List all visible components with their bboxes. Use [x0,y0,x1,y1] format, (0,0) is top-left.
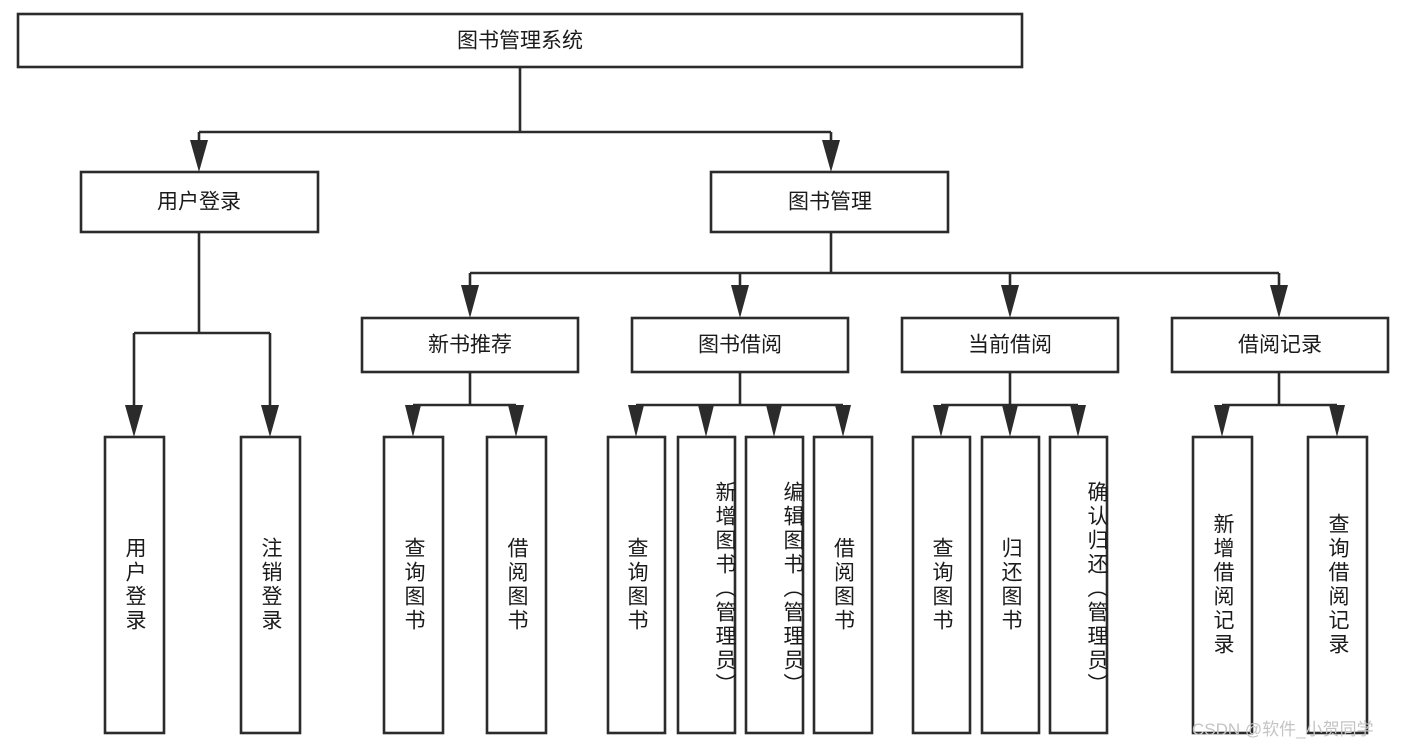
arrowhead-book-manage [822,140,840,172]
node-current-borrow-label: 当前借阅 [968,334,1052,357]
arrowhead-leaf-borrow-book-1 [508,405,524,437]
leaf-confirm-return-box[interactable] [1048,435,1109,735]
arrowhead-leaf-user-login [125,405,143,437]
node-user-login[interactable]: 用户登录 [79,170,320,234]
connector-layer [125,67,1345,437]
node-root-box[interactable] [16,12,1024,69]
watermark-text: CSDN @软件_小贺同学 [1192,720,1374,739]
node-root-label: 图书管理系统 [457,30,583,53]
leaf-query-book-1-box[interactable] [382,435,445,735]
leaf-user-logout-box[interactable] [239,435,302,735]
node-book-borrow-label: 图书借阅 [698,334,782,357]
leaf-return-book-box[interactable] [980,435,1041,735]
arrowhead-book-borrow [731,285,749,318]
node-book-borrow-box[interactable] [630,316,850,374]
leaf-query-book-3-box[interactable] [911,435,972,735]
node-borrow-record-box[interactable] [1170,316,1390,374]
arrowhead-leaf-query-book-3 [933,405,949,437]
node-current-borrow-box[interactable] [900,316,1120,374]
leaf-add-record-box[interactable] [1191,435,1254,735]
node-borrow-record[interactable]: 借阅记录 [1170,316,1390,374]
arrowhead-leaf-confirm-return [1070,405,1086,437]
arrowhead-current-borrow [1001,285,1019,318]
arrowhead-leaf-add-record [1214,405,1230,437]
leaf-user-login-box[interactable] [103,435,166,735]
leaf-box-layer [103,435,1369,735]
arrowhead-leaf-return-book [1002,405,1018,437]
leaf-add-book-box[interactable] [676,435,737,735]
arrowhead-leaf-user-logout [261,405,279,437]
arrowhead-leaf-query-book-2 [628,405,644,437]
leaf-query-record-box[interactable] [1306,435,1369,735]
leaf-borrow-book-1-box[interactable] [485,435,548,735]
arrowhead-new-book-recommend [461,285,479,318]
leaf-query-book-2-box[interactable] [606,435,667,735]
node-borrow-record-label: 借阅记录 [1238,334,1322,357]
leaf-edit-book-box[interactable] [744,435,805,735]
leaf-borrow-book-2-box[interactable] [812,435,874,735]
node-new-book-recommend-label: 新书推荐 [428,334,512,357]
node-user-login-label: 用户登录 [157,191,241,214]
node-new-book-recommend[interactable]: 新书推荐 [360,316,580,374]
node-new-book-recommend-box[interactable] [360,316,580,374]
node-book-manage-label: 图书管理 [788,191,872,214]
node-book-manage[interactable]: 图书管理 [709,170,950,234]
arrowhead-user-login [190,140,208,172]
arrowhead-leaf-query-book-1 [405,405,421,437]
node-book-borrow[interactable]: 图书借阅 [630,316,850,374]
node-root[interactable]: 图书管理系统 [16,12,1024,69]
arrowhead-leaf-borrow-book-2 [835,405,851,437]
arrowhead-borrow-record [1270,285,1288,318]
arrowhead-leaf-add-book [698,405,714,437]
node-current-borrow[interactable]: 当前借阅 [900,316,1120,374]
node-book-manage-box[interactable] [709,170,950,234]
arrowhead-leaf-query-record [1329,405,1345,437]
arrowhead-leaf-edit-book [766,405,782,437]
node-user-login-box[interactable] [79,170,320,234]
